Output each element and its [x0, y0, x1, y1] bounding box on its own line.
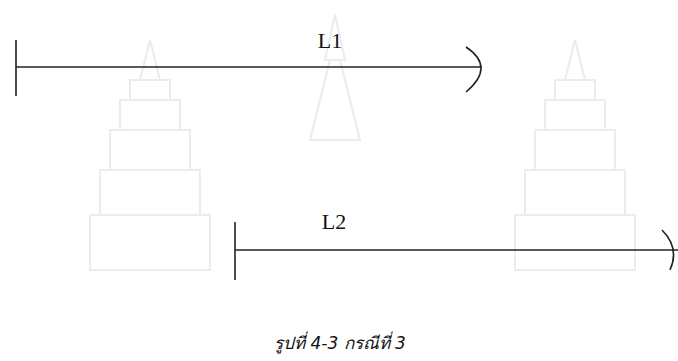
tick-l2: [234, 222, 236, 280]
end-arc-l1: [466, 47, 481, 92]
length-label: L2: [322, 210, 346, 234]
watermark: [90, 15, 635, 270]
line-l1: [16, 66, 482, 68]
figure-caption: รูปที่ 4-3 กรณีที่ 3: [274, 334, 406, 353]
length-lines: [16, 40, 678, 280]
end-arc-l2: [662, 230, 674, 270]
line-l2: [235, 249, 678, 251]
tick-l1: [15, 40, 17, 96]
length-label: L1: [318, 29, 342, 53]
